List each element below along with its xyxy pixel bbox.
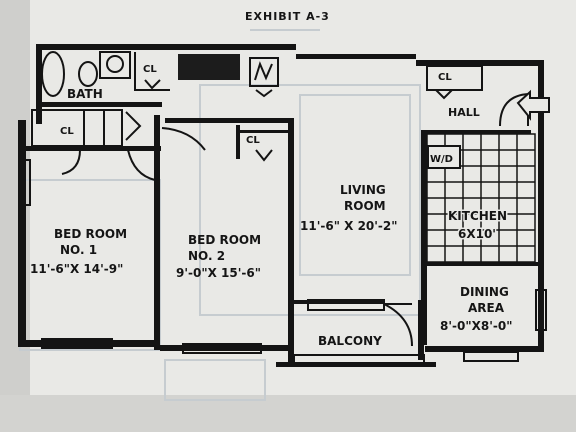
dining-size: 8'-0"X8'-0" bbox=[440, 319, 512, 333]
utility-block bbox=[178, 54, 240, 80]
hall-label: HALL bbox=[448, 106, 480, 119]
bath-fixtures bbox=[41, 51, 131, 97]
paper-shadow-bottom bbox=[0, 395, 576, 432]
kitchen-name: KITCHEN bbox=[448, 209, 507, 223]
hall-closet-outline bbox=[426, 65, 483, 100]
closet-bath-label: CL bbox=[143, 64, 157, 75]
bedroom1-number: NO. 1 bbox=[60, 243, 97, 257]
balcony-door bbox=[293, 303, 425, 364]
kitchen-size: 6X10' bbox=[458, 227, 496, 241]
dining-sub: AREA bbox=[468, 301, 505, 315]
bedroom2-number: NO. 2 bbox=[188, 249, 225, 263]
water-heater-icon bbox=[249, 57, 279, 98]
closet-hall-label: CL bbox=[438, 72, 452, 83]
bedroom2-name: BED ROOM bbox=[188, 233, 261, 247]
closet-bed1-label: CL bbox=[60, 126, 74, 137]
balcony-label: BALCONY bbox=[318, 334, 382, 348]
living-sub: ROOM bbox=[344, 199, 386, 213]
closet-bed1-outline bbox=[31, 109, 156, 181]
exhibit-title: EXHIBIT A-3 bbox=[245, 10, 330, 23]
bedroom1-name: BED ROOM bbox=[54, 227, 127, 241]
interior-walls bbox=[26, 102, 541, 363]
dining-name: DINING bbox=[460, 285, 509, 299]
outer-walls bbox=[18, 44, 544, 367]
closet-bed2-label: CL bbox=[246, 135, 260, 146]
bath-label: BATH bbox=[67, 87, 103, 101]
bedroom1-size: 11'-6"X 14'-9" bbox=[30, 262, 123, 276]
closet-bath-outline bbox=[134, 52, 170, 91]
living-name: LIVING bbox=[340, 183, 386, 197]
washer-dryer-box bbox=[427, 145, 461, 169]
bedroom2-size: 9'-0"X 15'-6" bbox=[176, 266, 261, 280]
washer-dryer-label: W/D bbox=[430, 154, 453, 165]
entry-arrow-icon bbox=[516, 89, 550, 121]
living-size: 11'-6" X 20'-2" bbox=[300, 219, 398, 233]
closet-bed2-outline bbox=[161, 127, 273, 162]
